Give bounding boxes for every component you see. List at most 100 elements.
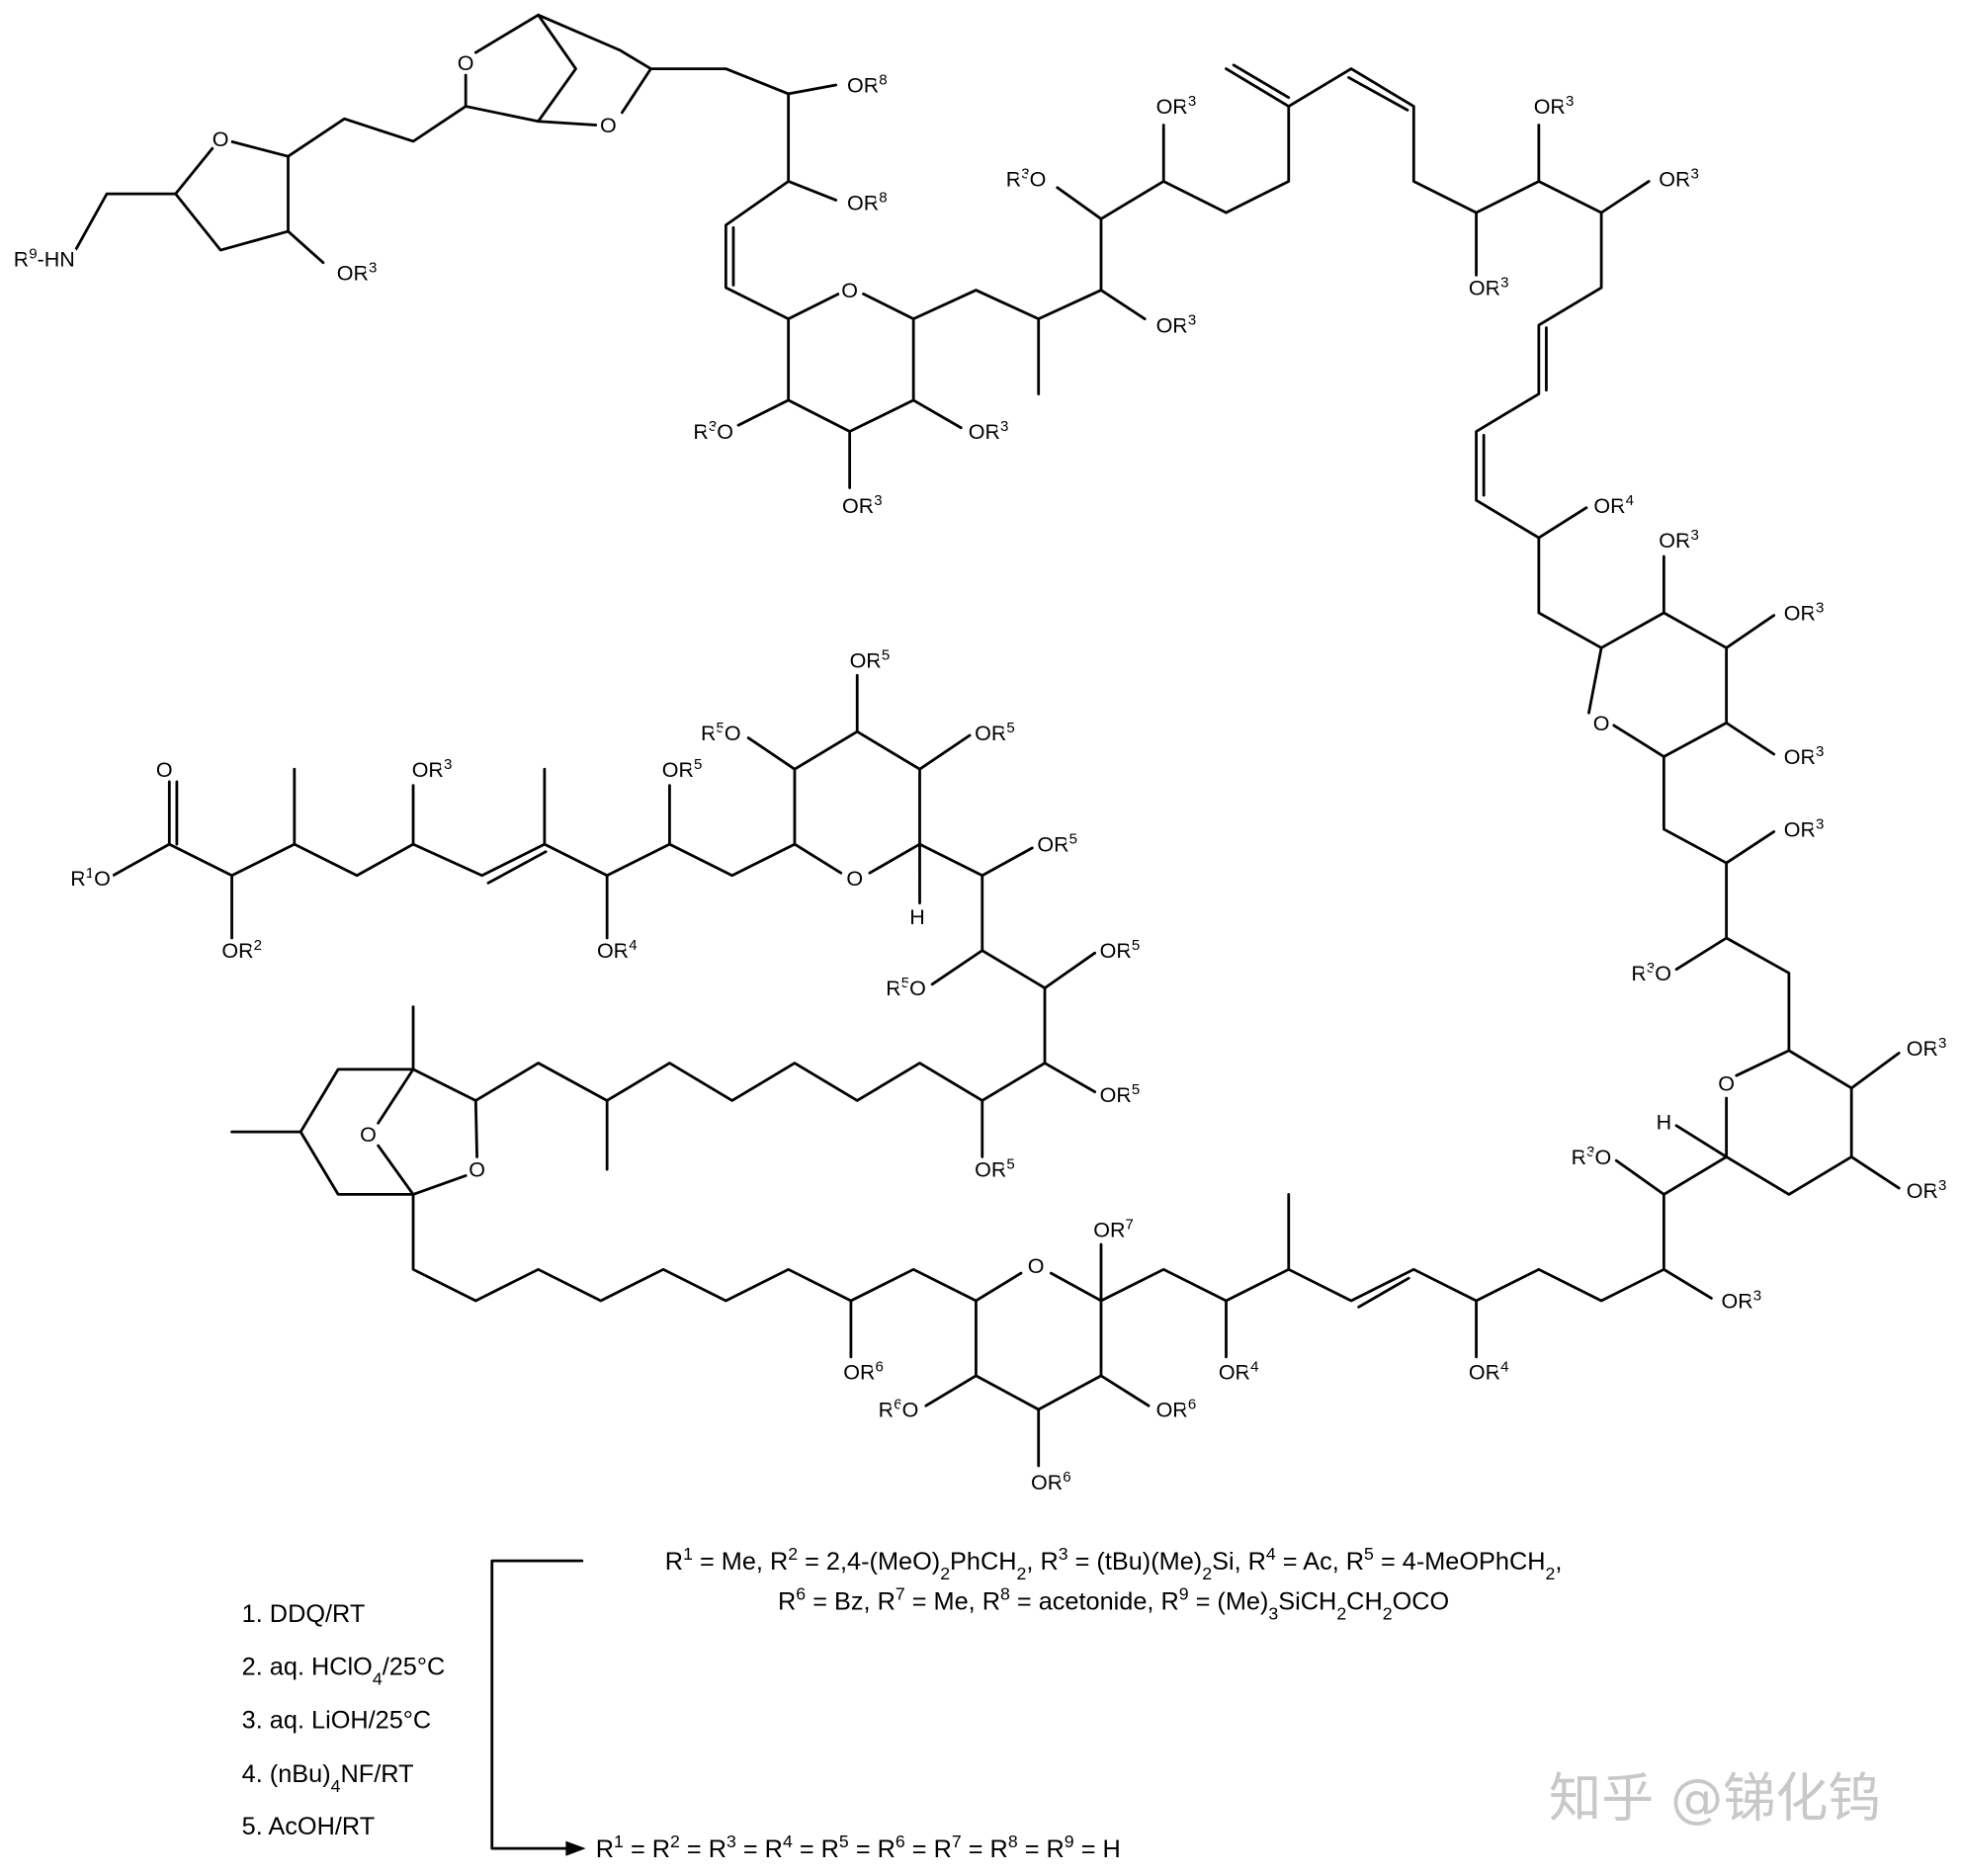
bond — [1725, 614, 1776, 649]
substituent-label: OR6 — [1156, 1396, 1197, 1422]
substituent-label: R1O — [70, 864, 111, 891]
bond — [911, 398, 963, 430]
bond — [787, 180, 838, 202]
hydrogen-label: H — [1657, 1111, 1672, 1135]
bond — [1849, 1155, 1901, 1190]
substituent-label: R3O — [1572, 1144, 1612, 1170]
oxygen-label: O — [600, 114, 617, 137]
bond — [1849, 1052, 1901, 1090]
bond — [736, 398, 791, 427]
bond — [649, 67, 791, 321]
substituent-label: R3O — [1631, 960, 1671, 986]
bond — [473, 13, 652, 70]
bond — [1287, 1193, 1478, 1303]
bond — [1725, 721, 1776, 756]
bond — [746, 736, 797, 771]
substituent-label: OR3 — [1156, 311, 1197, 338]
substituent-label: OR3 — [1156, 93, 1197, 120]
oxygen-label: O — [458, 51, 474, 75]
substituent-label: OR3 — [969, 418, 1009, 445]
bond — [1735, 1049, 1791, 1077]
protecting-group-definition: R1 = Me, R2 = 2,4-(MeO)2PhCH2, R3 = (tBu… — [665, 1544, 1563, 1583]
substituent-label: OR3 — [1907, 1034, 1947, 1061]
bond — [293, 767, 415, 878]
substituent-label: R5O — [886, 975, 926, 1001]
oxygen-label: O — [846, 867, 863, 891]
substituent-label: OR4 — [597, 937, 638, 964]
substituent-label: OR5 — [850, 646, 891, 673]
substituent-label: OR3 — [1722, 1287, 1762, 1313]
substituent-label: R3O — [1006, 165, 1047, 192]
bond — [464, 105, 598, 127]
reaction-bracket — [490, 1559, 584, 1850]
substituent-label: R9-HN — [14, 245, 75, 272]
double-bond — [1347, 76, 1409, 112]
bond — [1674, 1124, 1729, 1158]
substituent-label: OR5 — [1037, 830, 1077, 857]
bond — [1099, 124, 1165, 220]
bond — [1537, 536, 1729, 758]
substituent-label: OR3 — [1784, 743, 1825, 770]
double-bond — [1232, 63, 1291, 100]
substituent-label: R6O — [879, 1396, 919, 1422]
bond — [1099, 1374, 1151, 1407]
reaction-step: 4. (nBu)4NF/RT — [242, 1760, 414, 1796]
reaction-conditions: 1. DDQ/RT2. aq. HClO4/25°C3. aq. LiOH/25… — [242, 1544, 1563, 1863]
double-bond — [1357, 1276, 1410, 1309]
bond — [377, 1067, 415, 1125]
bond — [1537, 180, 1651, 214]
substituent-label: OR5 — [975, 720, 1015, 746]
substituent-label: OR5 — [975, 1155, 1015, 1182]
bond — [1674, 861, 1729, 972]
bond — [793, 729, 921, 875]
bond — [918, 842, 984, 904]
substituent-label: OR7 — [1093, 1216, 1134, 1242]
bond — [1475, 211, 1603, 540]
oxygen-label: O — [360, 1123, 377, 1147]
substituent-label: OR3 — [1784, 815, 1825, 842]
substituent-label: OR8 — [847, 189, 888, 215]
bond — [1043, 951, 1097, 1065]
bond — [787, 83, 838, 96]
bond — [299, 1005, 415, 1196]
reaction-step: 2. aq. HClO4/25°C — [242, 1653, 446, 1688]
bond — [377, 1144, 415, 1196]
substituent-label: OR3 — [1907, 1177, 1947, 1204]
molecule-bonds — [74, 13, 1901, 1468]
bond — [411, 1067, 478, 1158]
substituent-label: R5O — [701, 720, 741, 746]
substituent-label: OR4 — [1469, 1358, 1509, 1384]
double-bond — [486, 850, 548, 885]
bond — [975, 1271, 1103, 1411]
oxygen-label: O — [841, 279, 858, 302]
substituent-label: OR6 — [843, 1358, 884, 1384]
hydrogen-label: H — [909, 905, 925, 929]
bond — [1225, 67, 1291, 108]
bond — [620, 67, 652, 115]
reaction-step: 1. DDQ/RT — [242, 1600, 366, 1628]
bond — [1161, 67, 1478, 277]
substituent-label: OR6 — [1031, 1469, 1071, 1495]
bond — [605, 1062, 984, 1158]
substituent-label: OR3 — [1659, 527, 1699, 554]
bond — [911, 289, 1041, 395]
bond — [668, 784, 797, 878]
substituent-label: OR2 — [221, 937, 262, 964]
substituent-label: OR4 — [1593, 491, 1634, 517]
oxygen-label: O — [213, 128, 229, 151]
bond — [981, 846, 1034, 953]
bond — [287, 105, 468, 158]
oxygen-label: O — [1718, 1071, 1735, 1095]
substituent-label: OR4 — [1219, 1358, 1259, 1384]
substituent-label: OR3 — [1534, 93, 1575, 120]
bond — [287, 229, 325, 265]
bond — [74, 192, 178, 252]
substituent-label: OR3 — [1784, 599, 1825, 625]
bond — [1056, 186, 1103, 292]
protecting-group-definition: R6 = Bz, R7 = Me, R8 = acetonide, R9 = (… — [778, 1583, 1449, 1623]
bond — [174, 139, 290, 252]
bond — [605, 842, 671, 940]
bond — [787, 292, 840, 321]
